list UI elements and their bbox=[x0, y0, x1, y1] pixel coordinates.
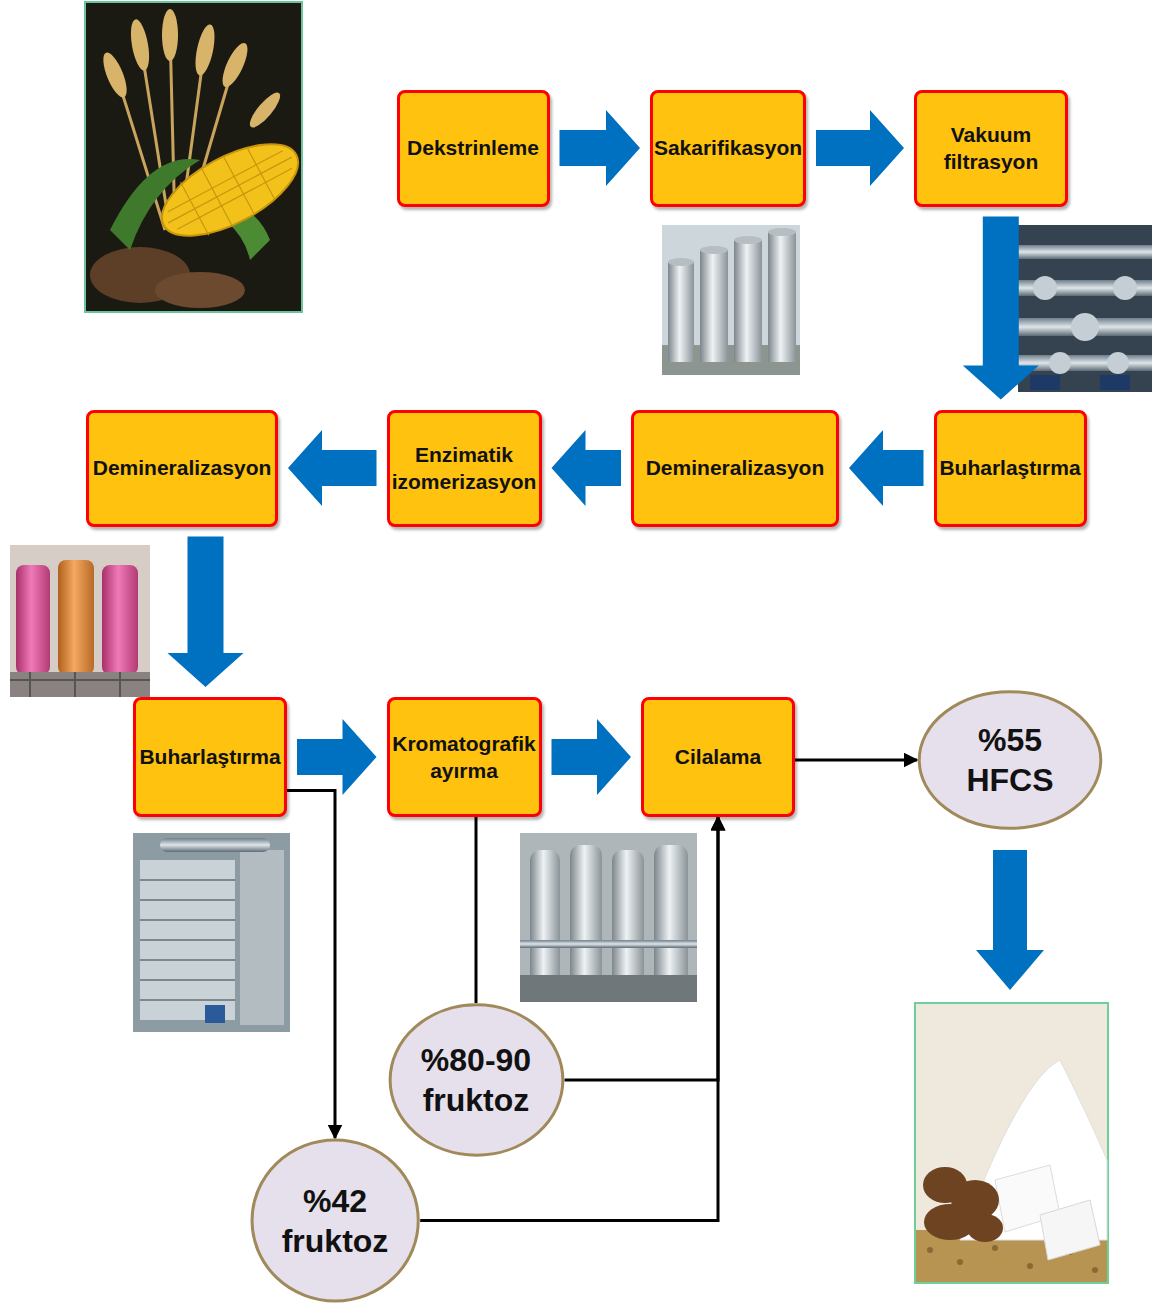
product-ellipse: %55 HFCS bbox=[917, 690, 1103, 830]
process-box: Buharlaştırma bbox=[934, 410, 1087, 527]
process-box: Vakuum filtrasyon bbox=[914, 90, 1068, 207]
step-label: Kromatografik ayırma bbox=[392, 730, 536, 785]
block-arrow bbox=[552, 430, 622, 506]
evaporator-photo bbox=[133, 833, 290, 1032]
flow-line bbox=[795, 759, 917, 762]
process-box: Cilalama bbox=[641, 697, 795, 817]
ellipse-shape bbox=[252, 1140, 418, 1301]
step-label: Demineralizasyon bbox=[646, 454, 825, 481]
product-ellipse: %42 fruktoz bbox=[250, 1138, 420, 1303]
process-box: Demineralizasyon bbox=[631, 410, 839, 527]
grain-photo bbox=[85, 2, 312, 312]
step-label: Vakuum filtrasyon bbox=[925, 121, 1057, 176]
ellipse-outline bbox=[250, 1138, 420, 1303]
product-label: %55 HFCS bbox=[950, 720, 1069, 800]
step-label: Cilalama bbox=[675, 743, 761, 770]
column-photo bbox=[10, 545, 150, 697]
block-arrow bbox=[297, 719, 377, 795]
step-label: Enzimatik izomerizasyon bbox=[392, 441, 537, 496]
process-box: Demineralizasyon bbox=[86, 410, 278, 527]
block-arrow bbox=[849, 430, 924, 506]
ellipse-shape bbox=[919, 692, 1101, 829]
separator-photo bbox=[520, 833, 697, 1002]
process-box: Dekstrinleme bbox=[397, 90, 550, 207]
product-label: %80-90 fruktoz bbox=[419, 1040, 532, 1120]
step-label: Dekstrinleme bbox=[407, 134, 539, 161]
process-box: Sakarifikasyon bbox=[650, 90, 806, 207]
step-label: Buharlaştırma bbox=[939, 454, 1080, 481]
block-arrow bbox=[552, 719, 632, 795]
flow-line bbox=[565, 817, 719, 1080]
block-arrow bbox=[963, 217, 1039, 400]
pipe-photo bbox=[1018, 225, 1152, 392]
product-ellipse: %80-90 fruktoz bbox=[388, 1003, 565, 1157]
block-arrow bbox=[816, 110, 904, 186]
block-arrow bbox=[168, 537, 244, 688]
process-box: Enzimatik izomerizasyon bbox=[387, 410, 542, 527]
process-box: Buharlaştırma bbox=[133, 697, 287, 817]
ellipse-outline bbox=[917, 690, 1103, 830]
step-label: Buharlaştırma bbox=[139, 743, 280, 770]
ellipse-outline bbox=[388, 1003, 565, 1157]
product-label: %42 fruktoz bbox=[281, 1181, 390, 1261]
block-arrow bbox=[288, 430, 377, 506]
process-box: Kromatografik ayırma bbox=[387, 697, 542, 817]
ellipse-shape bbox=[390, 1005, 563, 1155]
sugar-photo bbox=[915, 1003, 1108, 1283]
tank-photo bbox=[662, 225, 800, 375]
block-arrow bbox=[560, 110, 641, 186]
flow-line bbox=[287, 791, 335, 1138]
step-label: Demineralizasyon bbox=[93, 454, 272, 481]
block-arrow bbox=[976, 850, 1044, 990]
flow-line bbox=[475, 817, 478, 1003]
step-label: Sakarifikasyon bbox=[654, 134, 802, 161]
